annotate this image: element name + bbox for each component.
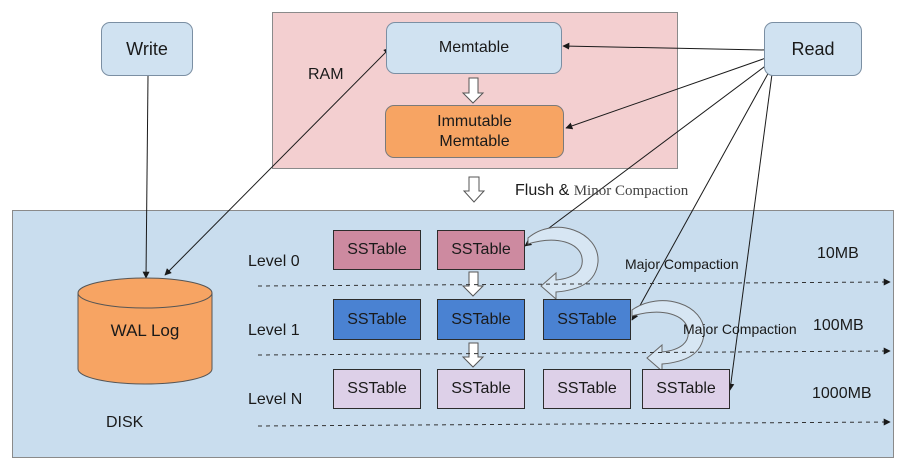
memtable-node: Memtable <box>386 22 562 74</box>
level0-separator <box>257 278 891 287</box>
write-label: Write <box>126 38 168 59</box>
wal-log-cylinder: WAL Log <box>77 277 213 385</box>
immutable-memtable-node: Immutable Memtable <box>385 105 564 158</box>
memtable-to-immutable-arrow <box>461 77 485 104</box>
flush-label-part2: Minor Compaction <box>573 183 689 199</box>
level-N-size: 1000MB <box>812 385 872 402</box>
sstable-lN-3: SSTable <box>642 369 730 409</box>
wal-label: WAL Log <box>110 321 180 340</box>
read-label: Read <box>791 38 835 59</box>
immutable-label-line2: Memtable <box>439 132 510 150</box>
level-N-label: Level N <box>248 391 303 408</box>
flush-label: Flush & Minor Compaction <box>515 182 688 200</box>
read-to-levelN-arrow <box>727 73 773 391</box>
read-to-level0-arrow <box>524 63 769 247</box>
level-0-label: Level 0 <box>248 253 300 270</box>
level0-to-level1-arrow <box>461 271 485 297</box>
sstable-l1-2: SSTable <box>543 299 631 340</box>
read-to-memtable-arrow <box>562 42 767 51</box>
level-0-size: 10MB <box>817 245 859 262</box>
sstable-lN-0: SSTable <box>333 369 421 409</box>
level1-to-levelN-arrow <box>461 342 485 368</box>
major-compaction-label-1: Major Compaction <box>683 321 797 337</box>
read-to-immutable-arrow <box>565 57 767 130</box>
major-compaction-label-0: Major Compaction <box>625 256 739 272</box>
levelN-separator <box>257 418 891 427</box>
write-node: Write <box>101 22 193 76</box>
disk-label: DISK <box>106 414 144 431</box>
sstable-l1-0: SSTable <box>333 299 421 340</box>
major-compaction-curve-1 <box>631 300 705 373</box>
level1-separator <box>257 347 891 356</box>
flush-arrow <box>462 176 486 203</box>
sstable-lN-1: SSTable <box>437 369 525 409</box>
major-compaction-curve-0 <box>527 226 599 301</box>
immutable-label-line1: Immutable <box>437 112 512 130</box>
wal-memtable-arrow <box>164 47 391 276</box>
level-1-label: Level 1 <box>248 322 300 339</box>
level-1-size: 100MB <box>813 317 864 334</box>
write-to-wal-arrow <box>142 75 150 279</box>
read-node: Read <box>764 22 862 76</box>
sstable-l1-1: SSTable <box>437 299 525 340</box>
sstable-lN-2: SSTable <box>543 369 631 409</box>
ram-label: RAM <box>308 66 344 83</box>
sstable-l0-0: SSTable <box>333 230 421 270</box>
memtable-label: Memtable <box>438 39 510 56</box>
sstable-l0-1: SSTable <box>437 230 525 270</box>
flush-label-part1: Flush & <box>515 182 570 199</box>
read-to-level1-arrow <box>631 69 771 321</box>
